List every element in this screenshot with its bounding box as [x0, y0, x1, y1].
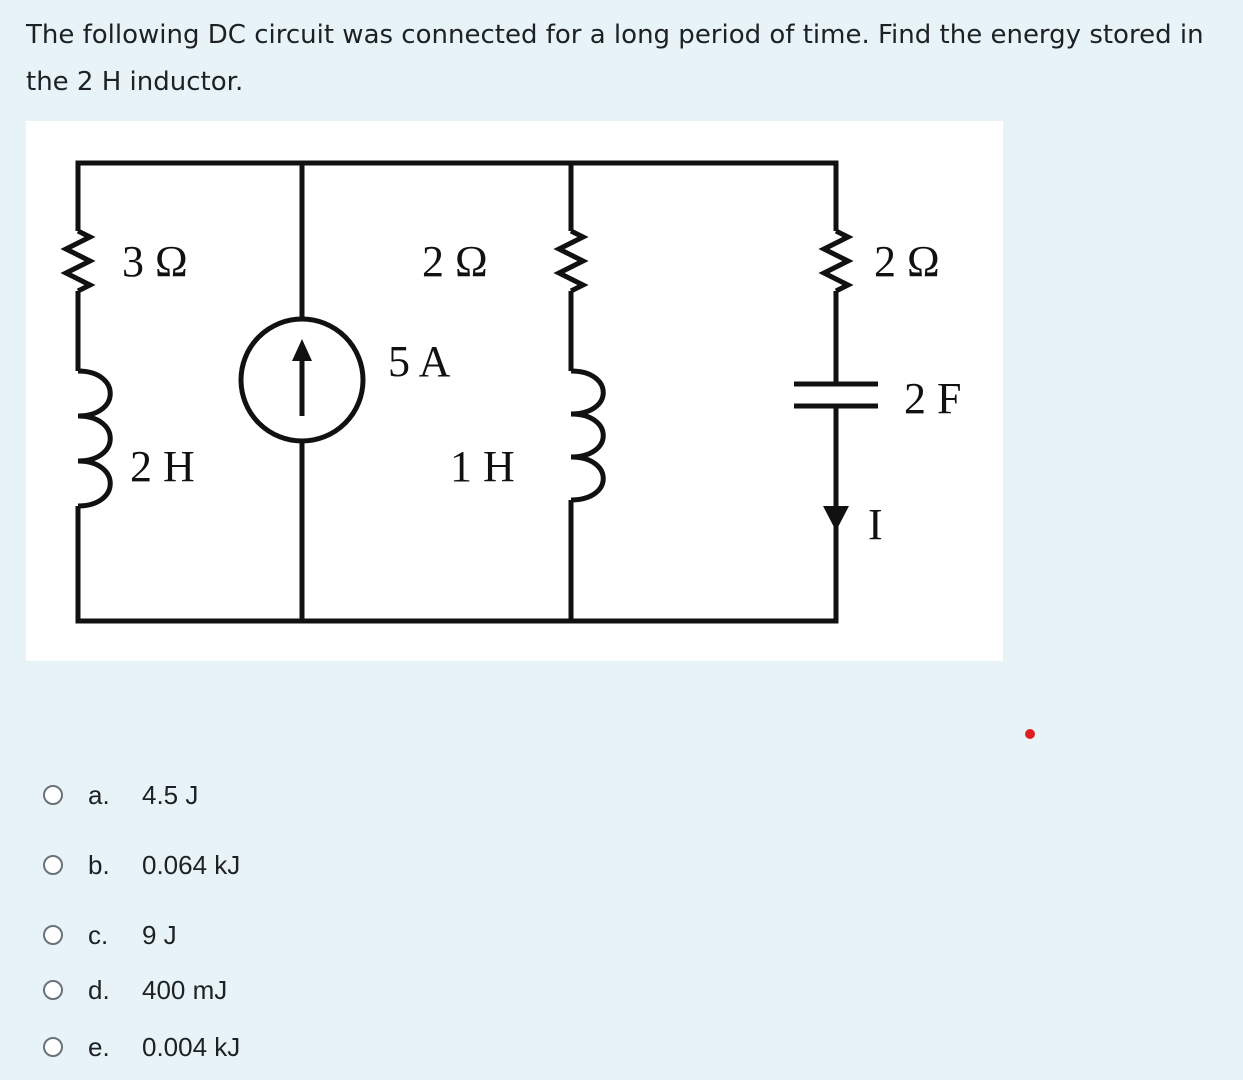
circuit-figure: 3 Ω 2 Ω 2 Ω 5 A 2 H 1 H 2 F I: [26, 121, 1003, 661]
radio-icon[interactable]: [43, 925, 63, 945]
option-letter: b.: [88, 849, 110, 880]
option-b[interactable]: b. 0.064 kJ: [40, 845, 240, 885]
radio-icon[interactable]: [43, 1037, 63, 1057]
label-2-ohm-mid: 2 Ω: [422, 237, 488, 286]
radio-icon[interactable]: [43, 980, 63, 1000]
label-2-ohm-right: 2 Ω: [874, 237, 940, 286]
option-text: 0.064 kJ: [142, 849, 241, 880]
option-letter: e.: [88, 1031, 110, 1062]
option-letter: d.: [88, 974, 110, 1005]
option-e[interactable]: e. 0.004 kJ: [40, 1027, 240, 1067]
inductor-2h: [77, 368, 113, 509]
label-2h: 2 H: [130, 442, 195, 491]
top-wire: [75, 160, 839, 231]
label-source-5a: 5 A: [388, 337, 451, 386]
option-text: 4.5 J: [142, 779, 199, 810]
bottom-wire: [75, 521, 839, 624]
source-arrow-head-icon: [292, 339, 312, 361]
question-text: The following DC circuit was connected f…: [26, 20, 1204, 97]
option-text: 9 J: [142, 919, 177, 950]
option-text: 400 mJ: [142, 974, 228, 1005]
option-c[interactable]: c. 9 J: [40, 915, 177, 955]
label-3-ohm: 3 Ω: [122, 237, 188, 286]
label-current-i: I: [868, 500, 883, 549]
current-source: [238, 316, 366, 444]
red-dot-marker: [1025, 729, 1035, 739]
option-d[interactable]: d. 400 mJ: [40, 970, 227, 1010]
radio-icon[interactable]: [43, 855, 63, 875]
inductor-1h: [570, 368, 606, 503]
current-arrow-icon: [823, 506, 849, 531]
circuit-diagram: 3 Ω 2 Ω 2 Ω 5 A 2 H 1 H 2 F I: [60, 160, 961, 624]
resistor-2-ohm-mid: [553, 228, 589, 294]
label-1h: 1 H: [450, 442, 515, 491]
option-text: 0.004 kJ: [142, 1031, 241, 1062]
option-a[interactable]: a. 4.5 J: [40, 775, 198, 815]
radio-icon[interactable]: [43, 785, 63, 805]
resistor-3-ohm: [60, 228, 96, 294]
option-letter: c.: [88, 919, 109, 950]
resistor-2-ohm-right: [818, 228, 854, 294]
option-letter: a.: [88, 779, 110, 810]
label-2f: 2 F: [904, 374, 961, 423]
